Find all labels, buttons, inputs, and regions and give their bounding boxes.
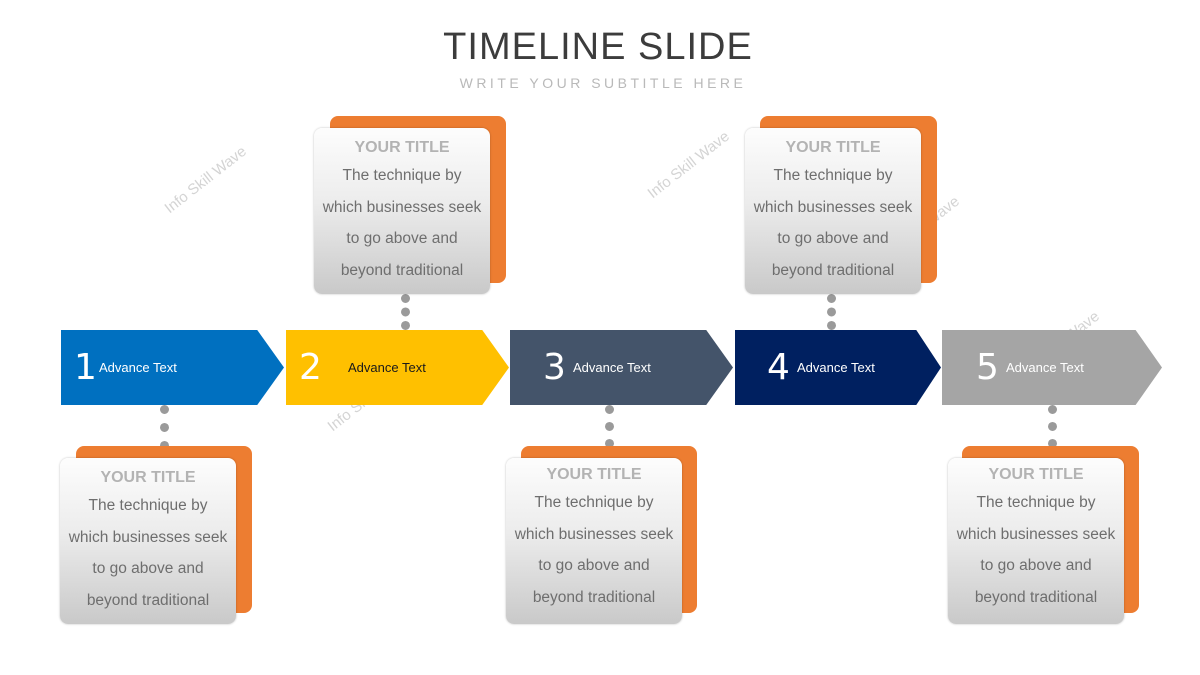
slide-title: TIMELINE SLIDE [443,26,753,68]
card-body: The technique by which businesses seek t… [314,160,490,286]
step-number: 5 [976,347,999,388]
card-body-line: which businesses seek [514,525,674,543]
card-body-line: which businesses seek [753,198,913,216]
card-body: The technique by which businesses seek t… [948,487,1124,613]
card-title: YOUR TITLE [785,139,881,156]
connector-line [401,294,410,330]
timeline-step-2: 2 Advance Text [286,330,509,405]
card-body-line: beyond traditional [771,261,895,279]
card-body-line: The technique by [88,497,208,514]
card-body-line: beyond traditional [340,261,464,279]
connector-line [827,294,836,330]
timeline-step-5: 5 Advance Text [942,330,1162,405]
slide-subtitle: WRITE YOUR SUBTITLE HERE [459,75,747,91]
card-body: The technique by which businesses seek t… [745,160,921,286]
card-body-line: to go above and [346,230,458,247]
step-number: 3 [543,347,566,388]
step-number: 4 [767,347,790,388]
card-body-line: which businesses seek [322,198,482,216]
card-title: YOUR TITLE [546,466,642,483]
card-body: The technique by which businesses seek t… [506,487,682,613]
card-body-line: to go above and [92,560,204,577]
card-body: The technique by which businesses seek t… [60,490,236,616]
timeline-card-3: YOUR TITLE The technique by which busine… [506,458,682,624]
timeline-card-4: YOUR TITLE The technique by which busine… [745,128,921,294]
step-label: Advance Text [348,360,426,375]
card-body-line: beyond traditional [974,588,1098,606]
watermark: Info Skill Wave [644,127,733,202]
step-label: Advance Text [1006,360,1084,375]
step-label: Advance Text [573,360,651,375]
step-number: 2 [299,347,322,388]
card-body-line: The technique by [976,494,1096,511]
step-number: 1 [74,347,97,388]
step-label: Advance Text [797,360,875,375]
card-body-line: The technique by [534,494,654,511]
card-title: YOUR TITLE [354,139,450,156]
connector-line [605,405,614,448]
card-body-line: to go above and [980,557,1092,574]
timeline-step-4: 4 Advance Text [735,330,941,405]
card-body-line: beyond traditional [86,591,210,609]
card-body-line: The technique by [342,167,462,184]
step-label: Advance Text [99,360,177,375]
connector-line [1048,405,1057,448]
timeline-step-3: 3 Advance Text [510,330,733,405]
card-body-line: to go above and [777,230,889,247]
timeline-card-2: YOUR TITLE The technique by which busine… [314,128,490,294]
timeline-card-1: YOUR TITLE The technique by which busine… [60,458,236,624]
connector-line [160,405,169,450]
card-body-line: to go above and [538,557,650,574]
timeline-step-1: 1 Advance Text [61,330,284,405]
card-body-line: which businesses seek [956,525,1116,543]
timeline-card-5: YOUR TITLE The technique by which busine… [948,458,1124,624]
card-title: YOUR TITLE [100,469,196,486]
card-body-line: The technique by [773,167,893,184]
card-title: YOUR TITLE [988,466,1084,483]
card-body-line: which businesses seek [68,528,228,546]
watermark: Info Skill Wave [161,142,250,217]
card-body-line: beyond traditional [532,588,656,606]
